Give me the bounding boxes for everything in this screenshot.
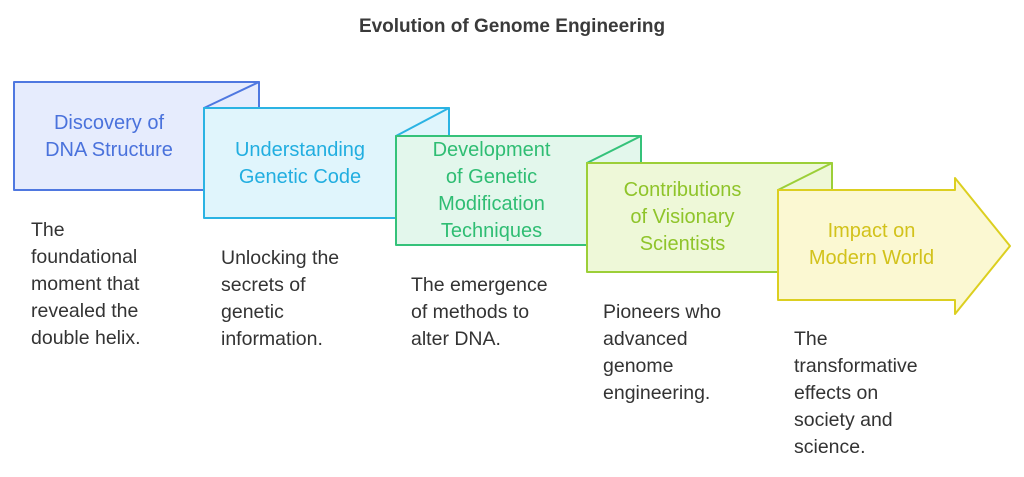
step-4-label: Contributions of Visionary Scientists (623, 179, 742, 255)
step-2-label: Understanding Genetic Code (234, 139, 366, 188)
step-1-panel (13, 81, 260, 191)
step-1-label: Discovery of DNA Structure (45, 112, 173, 161)
page-title: Evolution of Genome Engineering (358, 16, 666, 37)
step-2-description: Unlocking the secrets of genetic informa… (221, 247, 340, 350)
step-5-shape (777, 177, 1011, 315)
step-5-arrow (777, 177, 1011, 315)
step-5-label: Impact on Modern World (808, 220, 935, 269)
step-4-description: Pioneers who advanced genome engineering… (603, 301, 722, 404)
step-5-description: The transformative effects on society an… (794, 328, 918, 458)
step-3-label: Development of Genetic Modification Tech… (432, 139, 551, 242)
step-2-panel (203, 107, 450, 219)
step-3-description: The emergence of methods to alter DNA. (411, 274, 548, 350)
step-1-description: The foundational moment that revealed th… (31, 219, 141, 349)
